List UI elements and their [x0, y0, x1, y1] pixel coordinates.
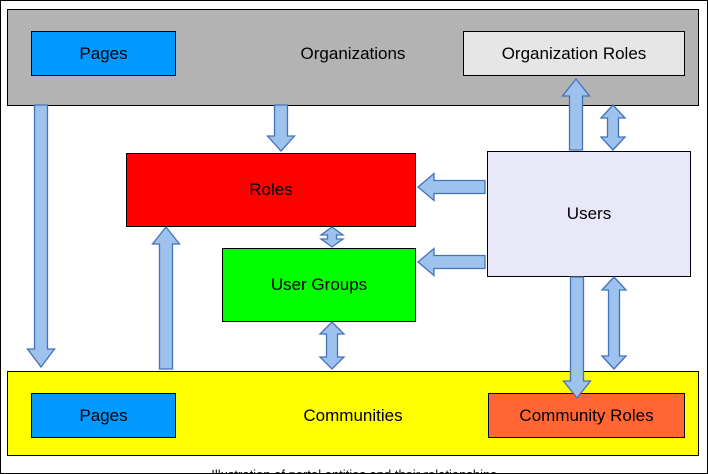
arrow-roles-user-groups: [319, 226, 345, 248]
user-groups-box: User Groups: [222, 248, 416, 322]
communities-label: Communities: [7, 393, 699, 438]
community-roles-label: Community Roles: [519, 405, 654, 425]
arrow-organizations-to-roles: [266, 104, 296, 152]
arrow-users-to-roles: [416, 172, 486, 202]
arrow-users-to-user-groups: [416, 247, 486, 277]
arrow-users-communities: [600, 276, 628, 370]
organization-pages-label: Pages: [79, 43, 128, 63]
organization-roles-box: Organization Roles: [463, 31, 685, 76]
user-groups-label: User Groups: [270, 275, 368, 294]
arrow-communities-to-roles: [151, 225, 181, 370]
arrow-organizations-to-communities: [26, 104, 56, 369]
community-roles-box: Community Roles: [488, 393, 685, 438]
arrow-users-organizations: [599, 104, 627, 151]
users-label: Users: [566, 204, 612, 223]
roles-label: Roles: [249, 180, 293, 199]
community-pages-box: Pages: [31, 393, 176, 438]
organization-roles-label: Organization Roles: [501, 43, 647, 63]
users-box: Users: [487, 151, 691, 277]
organization-pages-box: Pages: [31, 31, 176, 76]
organizations-label: Organizations: [7, 31, 699, 76]
figure-caption: Illustration of portal entities and thei…: [1, 467, 707, 473]
roles-box: Roles: [126, 153, 416, 227]
organizations-label-text: Organizations: [300, 43, 406, 63]
community-pages-label: Pages: [79, 405, 128, 425]
communities-label-text: Communities: [303, 405, 403, 425]
arrow-user-groups-communities: [318, 321, 346, 370]
